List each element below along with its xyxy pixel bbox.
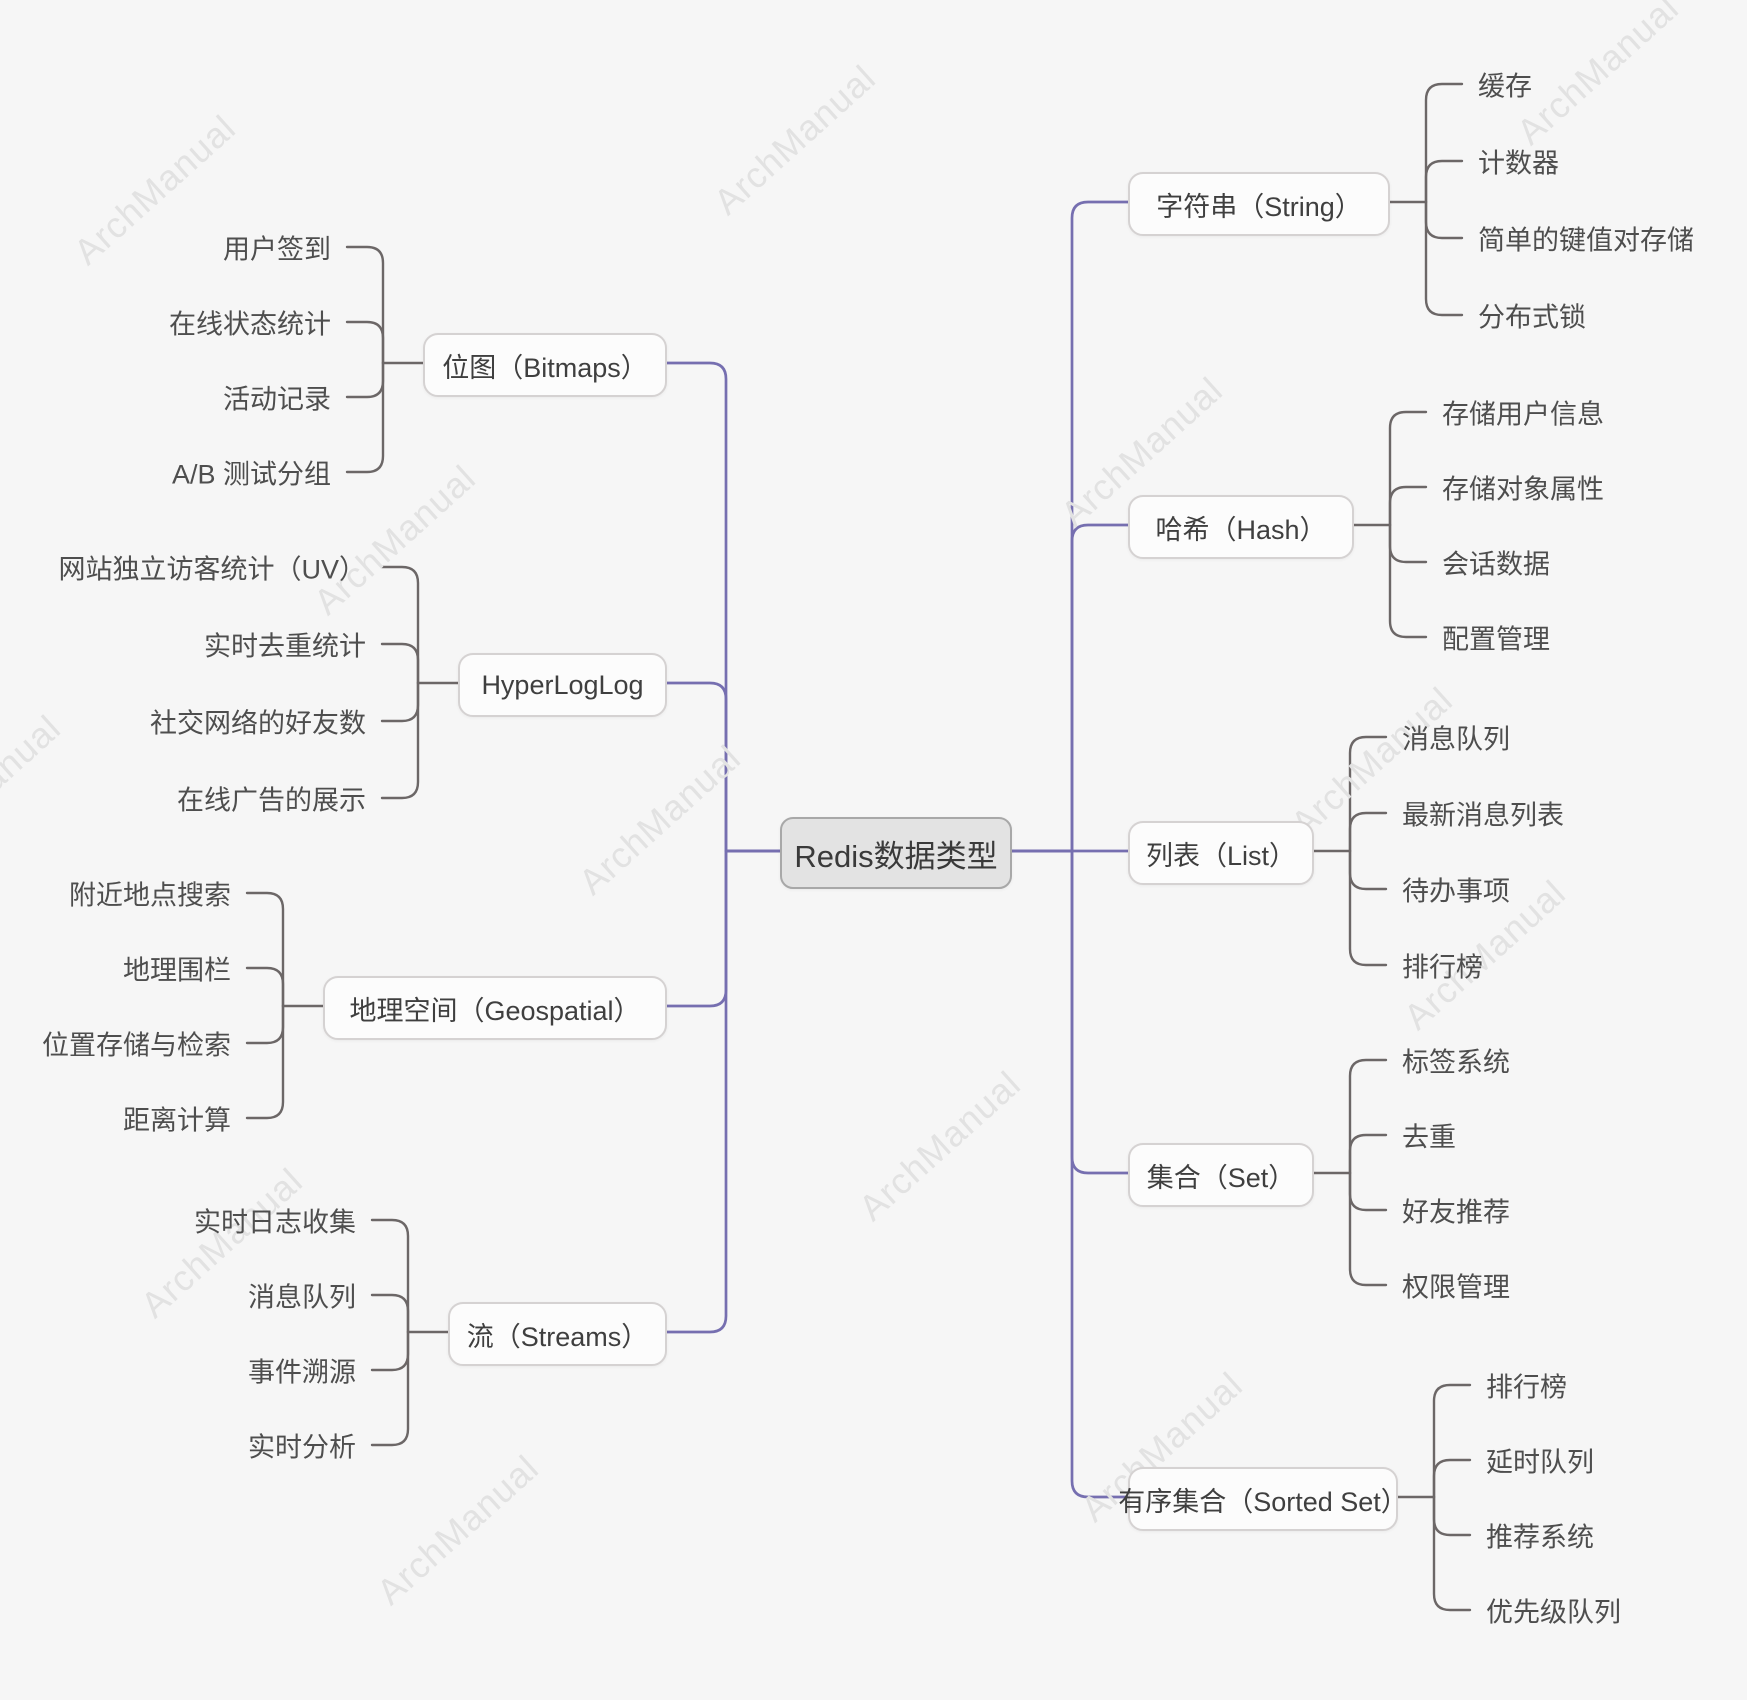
- branch-node-set[interactable]: 集合（Set）: [1128, 1143, 1314, 1207]
- connector-hash: [1006, 523, 1130, 853]
- leaf-string-3[interactable]: 简单的键值对存储: [1478, 225, 1694, 256]
- leaf-streams-2[interactable]: 消息队列: [248, 1282, 356, 1313]
- watermark: ArchManual: [705, 56, 884, 223]
- leaf-string-4[interactable]: 分布式锁: [1478, 302, 1586, 333]
- leaf-hyperloglog-3[interactable]: 社交网络的好友数: [150, 708, 366, 739]
- leaf-hyperloglog-4[interactable]: 在线广告的展示: [177, 785, 366, 816]
- leaf-sorted-set-3[interactable]: 推荐系统: [1486, 1522, 1594, 1553]
- connector-hyperloglog: [661, 681, 782, 853]
- root-node-redis-data-types[interactable]: Redis数据类型: [780, 817, 1012, 889]
- watermark: ArchManual: [570, 736, 749, 903]
- watermark: ArchManual: [65, 106, 244, 273]
- leaf-bitmaps-3[interactable]: 活动记录: [223, 384, 331, 415]
- branch-node-sorted-set[interactable]: 有序集合（Sorted Set）: [1118, 1467, 1408, 1531]
- leaf-bitmaps-2[interactable]: 在线状态统计: [169, 309, 331, 340]
- connector-bitmaps: [661, 361, 782, 853]
- leaf-set-2[interactable]: 去重: [1402, 1122, 1456, 1153]
- leaf-hash-2[interactable]: 存储对象属性: [1442, 474, 1604, 505]
- connector-string: [1006, 200, 1130, 853]
- leaf-hyperloglog-1[interactable]: 网站独立访客统计（UV）: [58, 554, 366, 585]
- watermark: ArchManual: [368, 1446, 547, 1613]
- leaf-list-3[interactable]: 待办事项: [1402, 876, 1510, 907]
- leaf-list-1[interactable]: 消息队列: [1402, 724, 1510, 755]
- branch-node-bitmaps[interactable]: 位图（Bitmaps）: [423, 333, 667, 397]
- leaf-hash-4[interactable]: 配置管理: [1442, 624, 1550, 655]
- leaf-sorted-set-4[interactable]: 优先级队列: [1486, 1597, 1621, 1628]
- branch-node-streams[interactable]: 流（Streams）: [448, 1302, 667, 1366]
- leaf-hyperloglog-2[interactable]: 实时去重统计: [204, 631, 366, 662]
- leaf-bitmaps-4[interactable]: A/B 测试分组: [171, 459, 331, 490]
- leaf-set-3[interactable]: 好友推荐: [1402, 1197, 1510, 1228]
- leaf-geospatial-3[interactable]: 位置存储与检索: [42, 1030, 231, 1061]
- branch-node-string[interactable]: 字符串（String）: [1128, 172, 1390, 236]
- connector-geospatial: [661, 849, 782, 1008]
- leaf-hash-3[interactable]: 会话数据: [1442, 549, 1550, 580]
- leaf-sorted-set-1[interactable]: 排行榜: [1486, 1372, 1567, 1403]
- watermark: ArchManual: [0, 706, 69, 873]
- leaf-streams-1[interactable]: 实时日志收集: [194, 1207, 356, 1238]
- leaf-set-4[interactable]: 权限管理: [1402, 1272, 1510, 1303]
- leaf-streams-3[interactable]: 事件溯源: [248, 1357, 356, 1388]
- connector-set: [1006, 849, 1130, 1175]
- connector-streams: [661, 849, 782, 1334]
- branch-node-list[interactable]: 列表（List）: [1128, 821, 1314, 885]
- leaf-bitmaps-1[interactable]: 用户签到: [223, 234, 331, 265]
- leaf-hash-1[interactable]: 存储用户信息: [1442, 399, 1604, 430]
- connector-sorted-set: [1006, 849, 1130, 1499]
- leaf-list-2[interactable]: 最新消息列表: [1402, 800, 1564, 831]
- branch-node-geospatial[interactable]: 地理空间（Geospatial）: [323, 976, 667, 1040]
- leaf-string-1[interactable]: 缓存: [1478, 71, 1532, 102]
- watermark: ArchManual: [850, 1062, 1029, 1229]
- branch-node-hyperloglog[interactable]: HyperLogLog: [458, 653, 667, 717]
- leaf-set-1[interactable]: 标签系统: [1402, 1047, 1510, 1078]
- watermark: ArchManual: [1508, 0, 1687, 153]
- leaf-list-4[interactable]: 排行榜: [1402, 952, 1483, 983]
- branch-node-hash[interactable]: 哈希（Hash）: [1128, 495, 1354, 559]
- leaf-geospatial-2[interactable]: 地理围栏: [123, 955, 231, 986]
- leaf-sorted-set-2[interactable]: 延时队列: [1486, 1447, 1594, 1478]
- leaf-geospatial-4[interactable]: 距离计算: [123, 1105, 231, 1136]
- leaf-geospatial-1[interactable]: 附近地点搜索: [69, 880, 231, 911]
- leaf-string-2[interactable]: 计数器: [1478, 148, 1559, 179]
- leaf-streams-4[interactable]: 实时分析: [248, 1432, 356, 1463]
- watermark: ArchManual: [305, 456, 484, 623]
